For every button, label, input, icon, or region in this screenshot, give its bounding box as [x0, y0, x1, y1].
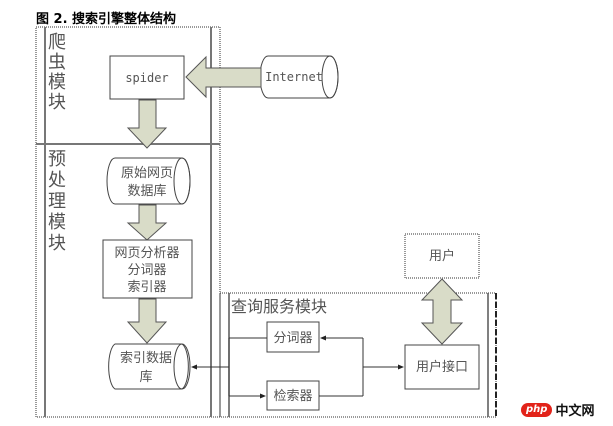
user-node	[404, 233, 480, 279]
index-db-label-line: 索引数据	[120, 351, 172, 366]
preprocess-label-char: 预	[48, 149, 66, 170]
preprocess-label-char: 处	[48, 170, 66, 191]
analyzer-label-line: 网页分析器	[114, 246, 179, 261]
arrow-user-interface-bidirectional	[420, 278, 464, 345]
user-label: 用户	[429, 248, 455, 264]
raw-db-label-line: 原始网页	[121, 166, 173, 181]
spider-node	[109, 55, 185, 100]
arrowhead-to-index-db	[191, 364, 197, 370]
arrowhead-to-user-interface	[398, 364, 404, 370]
crawler-label-char: 块	[48, 92, 66, 113]
crawler-module-label: 爬 虫 模 块	[48, 32, 66, 113]
arrow-internet-to-spider	[185, 55, 262, 99]
analyzer-label-line: 索引器	[127, 280, 166, 295]
analyzer-label-line: 分词器	[127, 263, 166, 278]
crawler-label-char: 模	[48, 72, 66, 93]
arrow-rawdb-to-analyzer	[126, 204, 168, 241]
preprocess-label-char: 模	[48, 212, 66, 233]
spider-label: spider	[125, 71, 168, 85]
index-db-label-line: 库	[139, 369, 152, 385]
query-module-outer-border	[219, 292, 497, 418]
analyzer-node	[102, 239, 193, 299]
internet-node: Internet	[259, 55, 339, 99]
preprocess-label-char: 块	[48, 233, 66, 254]
user-interface-node	[404, 344, 480, 390]
index-db-node: 索引数据 库	[108, 343, 191, 390]
crawler-label-char: 虫	[48, 52, 66, 73]
user-interface-label: 用户接口	[416, 359, 468, 375]
tokenizer-node	[266, 321, 320, 353]
arrow-analyzer-to-indexdb	[126, 298, 168, 344]
raw-page-db-node: 原始网页 数据库	[106, 157, 191, 205]
connector-lines	[192, 337, 403, 397]
crawler-label-char: 爬	[48, 32, 66, 53]
preprocess-label-char: 理	[48, 191, 66, 212]
query-module-label: 查询服务模块	[231, 297, 327, 316]
arrowhead-to-retriever	[260, 393, 266, 399]
raw-db-label-line: 数据库	[127, 183, 166, 199]
watermark-text: 中文网	[555, 404, 595, 419]
php-logo-icon: php	[521, 402, 553, 417]
arrowhead-to-tokenizer	[320, 335, 326, 341]
preprocess-module-label: 预 处 理 模 块	[48, 149, 66, 254]
arrow-spider-to-rawdb	[126, 99, 168, 149]
tokenizer-label: 分词器	[273, 331, 312, 346]
internet-label: Internet	[265, 70, 323, 84]
retriever-label: 检索器	[273, 389, 312, 404]
left-module-outer-border	[35, 26, 221, 418]
figure-title: 图 2. 搜索引擎整体结构	[36, 12, 177, 27]
watermark: php 中文网	[521, 400, 594, 419]
